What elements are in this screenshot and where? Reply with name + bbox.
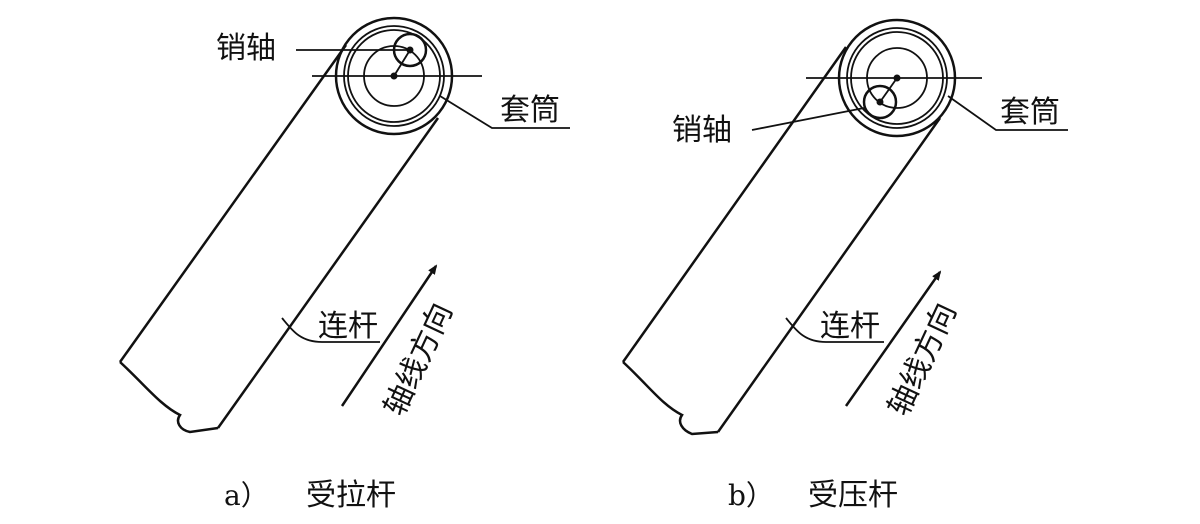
rod-body-b [621, 46, 942, 436]
pin-label-a: 销轴 [216, 31, 276, 66]
rod-body-a [118, 44, 440, 434]
axis-arrow-a [340, 264, 438, 407]
center-line-v-a [393, 49, 411, 77]
sleeve-leader-b [947, 95, 1068, 131]
axis-label-a: 轴线方向 [378, 298, 460, 422]
rod-label-b: 连杆 [820, 309, 880, 344]
pin-label-b: 销轴 [672, 113, 732, 148]
caption-text-b: 受压杆 [808, 478, 898, 513]
sleeve-leader-a [439, 95, 570, 129]
caption-letter-b: b） [728, 479, 774, 512]
diagram-a: 销轴 套筒 连杆 轴线方向 a） 受拉杆 [118, 16, 570, 513]
caption-text-a: 受拉杆 [306, 478, 396, 513]
axis-label-b: 轴线方向 [882, 298, 964, 422]
center-line-v-b [879, 77, 898, 103]
sleeve-label-b: 套筒 [1000, 95, 1060, 130]
caption-letter-a: a） [224, 479, 269, 512]
axis-arrow-b [844, 270, 942, 407]
rod-leader-a [281, 317, 380, 343]
pin-leader-b [751, 107, 865, 131]
diagram-b: 销轴 套筒 连杆 轴线方向 b） 受压杆 [621, 18, 1068, 513]
sleeve-label-a: 套筒 [500, 93, 560, 128]
rod-label-a: 连杆 [318, 309, 378, 344]
pin-circle-b [862, 84, 898, 120]
rod-leader-b [785, 317, 884, 343]
